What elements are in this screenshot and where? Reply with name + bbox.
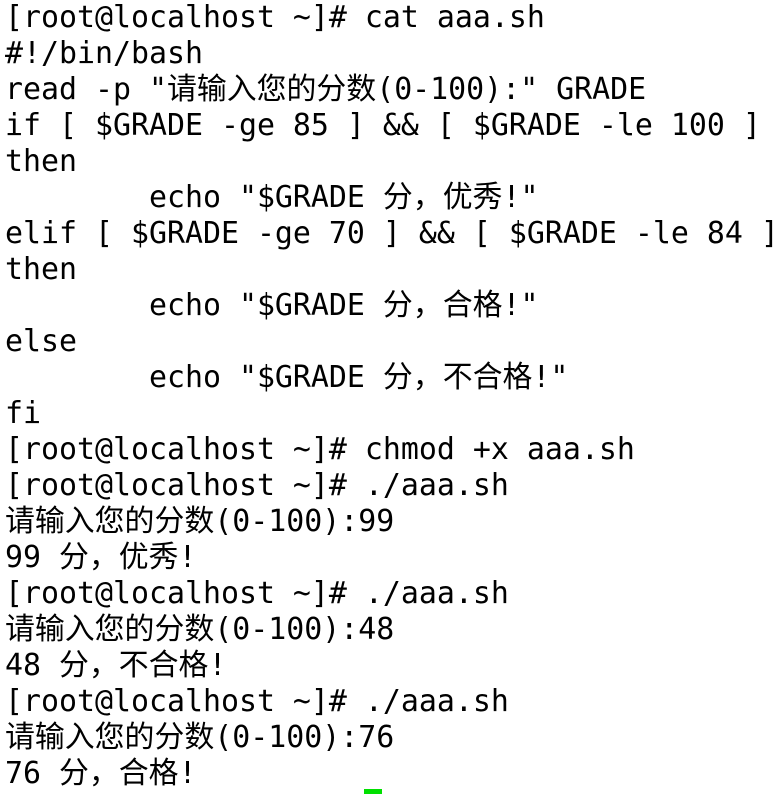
terminal-line: 请输入您的分数(0-100):76 (5, 720, 395, 755)
terminal-line: then (5, 144, 77, 179)
terminal-line: 48 分，不合格! (5, 648, 227, 683)
terminal-line: 76 分，合格! (5, 756, 197, 791)
terminal-line: read -p "请输入您的分数(0-100):" GRADE (5, 72, 647, 107)
terminal-line: [root@localhost ~]# chmod +x aaa.sh (5, 432, 635, 467)
terminal-line: [root@localhost ~]# ./aaa.sh (5, 468, 509, 503)
terminal-line: 请输入您的分数(0-100):48 (5, 612, 395, 647)
terminal-line: then (5, 252, 77, 287)
terminal-line: else (5, 324, 77, 359)
terminal-output[interactable]: [root@localhost ~]# cat aaa.sh#!/bin/bas… (5, 0, 778, 792)
terminal-line: echo "$GRADE 分，不合格!" (5, 360, 569, 395)
terminal-line: 请输入您的分数(0-100):99 (5, 504, 395, 539)
terminal-line: [root@localhost ~]# ./aaa.sh (5, 576, 509, 611)
terminal-line: [root@localhost ~]# ./aaa.sh (5, 684, 509, 719)
terminal-line: echo "$GRADE 分，合格!" (5, 288, 539, 323)
terminal-line: 99 分，优秀! (5, 540, 197, 575)
terminal-line: #!/bin/bash (5, 36, 203, 71)
terminal-line: if [ $GRADE -ge 85 ] && [ $GRADE -le 100… (5, 108, 761, 143)
terminal-line: elif [ $GRADE -ge 70 ] && [ $GRADE -le 8… (5, 216, 778, 251)
terminal-line: fi (5, 396, 41, 431)
terminal-cursor (364, 789, 382, 794)
terminal-line: [root@localhost ~]# cat aaa.sh (5, 0, 545, 35)
terminal-line: echo "$GRADE 分，优秀!" (5, 180, 539, 215)
